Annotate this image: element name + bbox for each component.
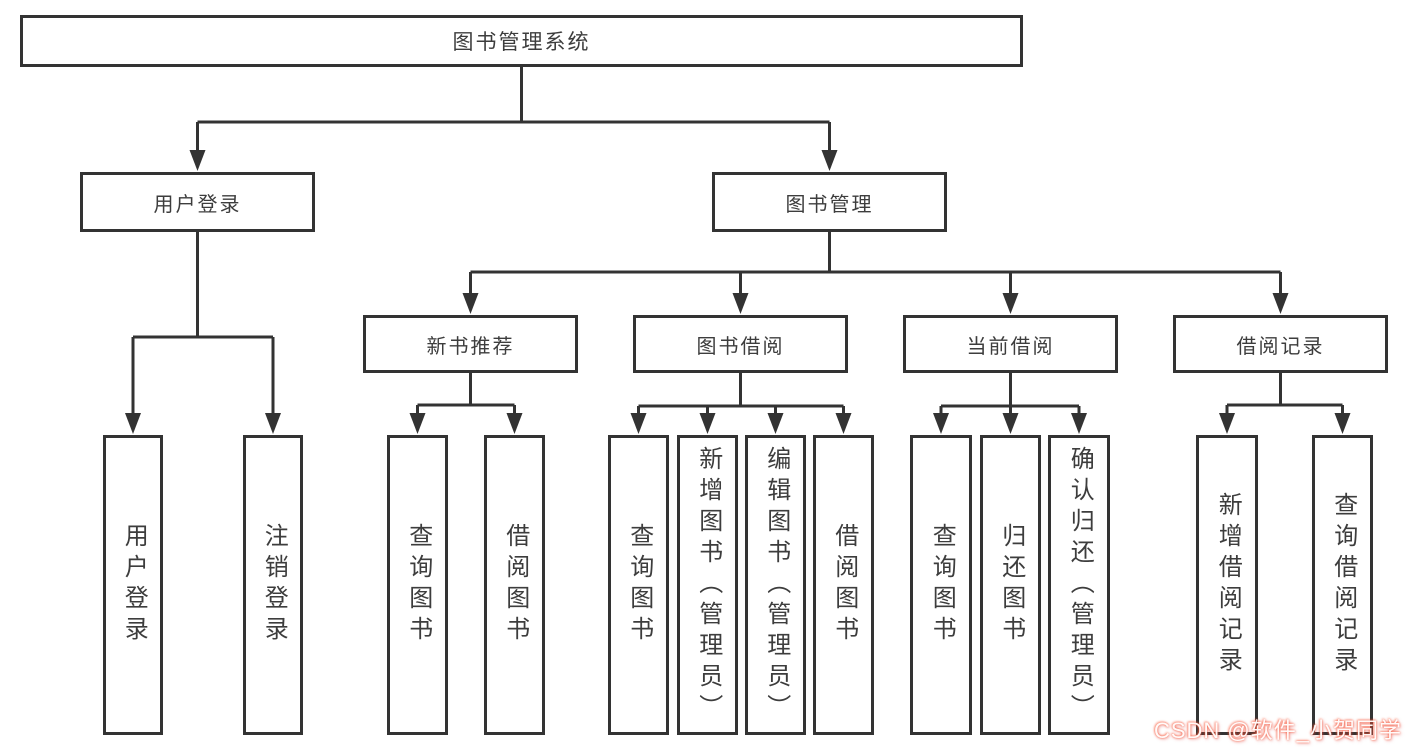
node-label: 图书管理: [785, 193, 874, 216]
node-library-management-system: 图书管理系统: [20, 15, 1023, 67]
node-current-borrowing: 当前借阅: [903, 315, 1118, 373]
node-leaf-confirm-return-admin: 确认归还（管理员）: [1048, 435, 1110, 735]
node-label: 新增图书（管理员）: [694, 445, 722, 725]
node-label: 图书借阅: [696, 335, 785, 358]
node-label: 编辑图书（管理员）: [762, 445, 790, 725]
node-label: 新增借阅记录: [1214, 492, 1242, 678]
node-user-login: 用户登录: [80, 172, 315, 232]
node-leaf-add-book-admin: 新增图书（管理员）: [677, 435, 738, 735]
node-leaf-query-books-recommend: 查询图书: [387, 435, 448, 735]
node-label: 确认归还（管理员）: [1066, 445, 1094, 725]
node-leaf-borrow-books-recommend: 借阅图书: [484, 435, 545, 735]
node-label: 用户登录: [153, 193, 242, 216]
node-label: 图书管理系统: [452, 31, 591, 54]
node-label: 借阅图书: [830, 523, 858, 647]
node-label: 查询图书: [625, 523, 653, 647]
node-leaf-query-books-current: 查询图书: [910, 435, 972, 735]
node-label: 用户登录: [120, 523, 148, 647]
node-leaf-query-books-borrow: 查询图书: [608, 435, 669, 735]
node-label: 归还图书: [997, 523, 1025, 647]
node-leaf-query-borrow-record: 查询借阅记录: [1312, 435, 1373, 735]
node-label: 借阅记录: [1236, 335, 1325, 358]
node-book-borrowing: 图书借阅: [633, 315, 848, 373]
node-label: 借阅图书: [501, 523, 529, 647]
node-leaf-user-login: 用户登录: [103, 435, 163, 735]
node-leaf-logout: 注销登录: [243, 435, 303, 735]
csdn-watermark: CSDN @软件_小贺同学: [1153, 718, 1402, 743]
node-leaf-return-books: 归还图书: [980, 435, 1041, 735]
node-new-book-recommendation: 新书推荐: [363, 315, 578, 373]
node-borrowing-records: 借阅记录: [1173, 315, 1388, 373]
node-label: 新书推荐: [426, 335, 515, 358]
node-label: 查询借阅记录: [1329, 492, 1357, 678]
node-label: 查询图书: [404, 523, 432, 647]
node-book-management: 图书管理: [712, 172, 947, 232]
node-label: 查询图书: [928, 523, 956, 647]
node-leaf-borrow-books: 借阅图书: [813, 435, 874, 735]
node-leaf-edit-book-admin: 编辑图书（管理员）: [745, 435, 806, 735]
node-label: 当前借阅: [966, 335, 1055, 358]
node-leaf-add-borrow-record: 新增借阅记录: [1196, 435, 1258, 735]
node-label: 注销登录: [260, 523, 288, 647]
